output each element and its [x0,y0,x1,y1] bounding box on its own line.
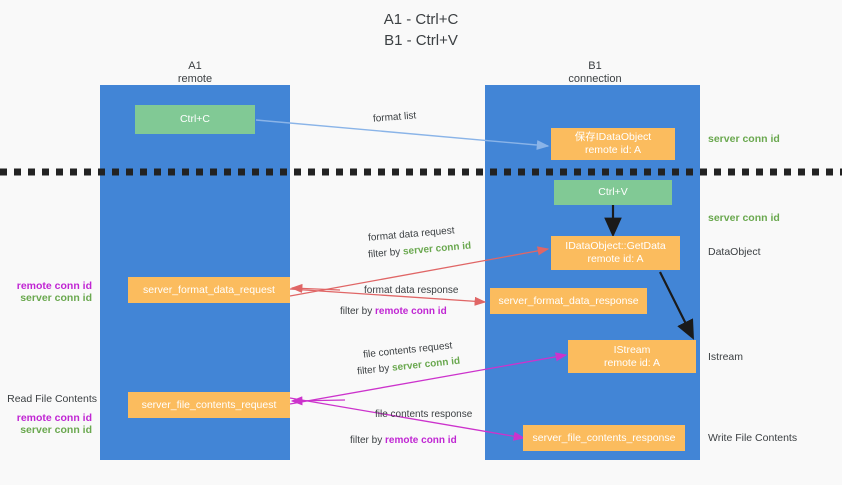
filter-value-remote-conn-id: remote conn id [375,306,447,317]
filter-prefix-text: filter by [356,362,393,378]
filter-prefix-text: filter by [367,246,404,261]
label-read-file-contents: Read File Contents [7,393,97,405]
filter-prefix-text: filter by [350,435,386,446]
arrow-label-format-data-response: format data response [364,285,459,296]
box-idataobject-getdata[interactable]: IDataObject::GetData remote id: A [551,236,680,270]
label-istream: Istream [708,351,744,363]
box-ctrl-v[interactable]: Ctrl+V [554,180,672,205]
label-remote-conn-id-1: remote conn id [16,280,92,292]
arrow-label-format-data-response-filter: filter by remote conn id [340,305,447,319]
filter-value-remote-conn-id: remote conn id [385,435,457,446]
label-server-conn-id-1: server conn id [20,292,92,304]
arrow-label-file-contents-response: file contents response [375,409,473,420]
arrow-label-format-list: format list [372,110,417,125]
label-write-file-contents: Write File Contents [708,432,798,444]
filter-value-server-conn-id: server conn id [402,240,472,258]
column-heading-b1: B1 connection [568,60,622,85]
box-server-file-contents-response[interactable]: server_file_contents_response [523,425,685,451]
arrow-label-file-contents-response-filter: filter by remote conn id [350,434,457,448]
box-server-format-data-response[interactable]: server_format_data_response [490,288,647,314]
label-remote-conn-id-2: remote conn id [16,412,92,424]
box-save-idataobject[interactable]: 保存IDataObject remote id: A [551,128,675,160]
filter-prefix-text: filter by [340,306,376,317]
box-server-format-data-request[interactable]: server_format_data_request [128,277,290,303]
label-dataobject: DataObject [708,246,761,258]
label-server-conn-id-2: server conn id [20,424,92,436]
page-title: A1 - Ctrl+C B1 - Ctrl+V [383,11,459,49]
box-istream[interactable]: IStream remote id: A [568,340,696,373]
section-divider-dashed [0,168,842,176]
label-server-conn-id-second: server conn id [708,212,780,224]
label-server-conn-id-top: server conn id [708,133,780,145]
column-heading-a1: A1 remote [177,60,213,85]
box-server-file-contents-request[interactable]: server_file_contents_request [128,392,290,418]
box-ctrl-c[interactable]: Ctrl+C [135,105,255,134]
